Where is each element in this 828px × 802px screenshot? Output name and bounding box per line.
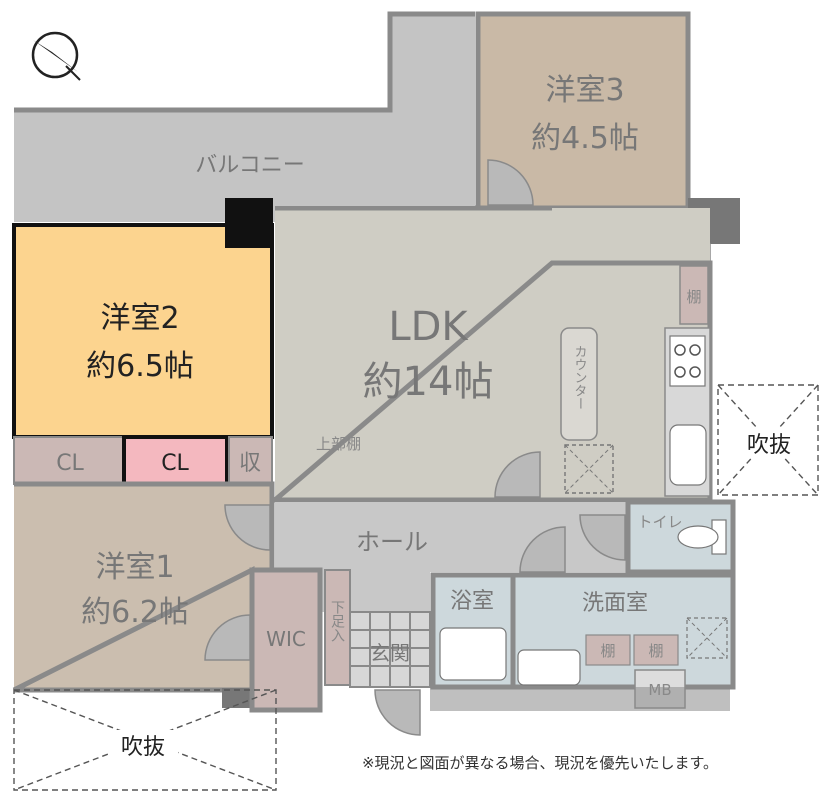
wic-label: WIC (266, 627, 306, 651)
ldk-room: LDK 約14帖 棚 カウンター 上部棚 (268, 205, 713, 503)
ldk-size: 約14帖 (363, 359, 494, 405)
north-compass-icon (31, 31, 81, 81)
washroom-shelf-1-label: 棚 (600, 642, 615, 660)
closet-room-1-label: CL (56, 451, 84, 476)
upper-shelf-label: 上部棚 (316, 435, 361, 453)
entrance-label: 玄関 (370, 641, 410, 665)
hall-label: ホール (356, 528, 428, 556)
toilet: トイレ (625, 499, 736, 575)
void-bottom-label: 吹抜 (121, 735, 165, 760)
western-room-3-size: 約4.5帖 (531, 121, 639, 156)
western-room-3-name: 洋室3 (545, 73, 624, 108)
entrance: 玄関 (349, 611, 431, 736)
bathroom: 浴室 (430, 572, 516, 690)
western-room-1-size: 約6.2帖 (81, 595, 189, 630)
balcony: バルコニー (14, 11, 475, 222)
ldk-shelf-label: 棚 (686, 288, 701, 306)
bathroom-label: 浴室 (450, 589, 494, 614)
western-room-3: 洋室3 約4.5帖 (475, 11, 691, 211)
storage-label: 収 (239, 451, 261, 476)
western-room-1-name: 洋室1 (95, 550, 174, 585)
void-bottom: 吹抜 (13, 689, 277, 791)
ldk-name: LDK (388, 304, 469, 350)
hall: ホール (275, 502, 627, 612)
shoe-box: 下足入 (324, 569, 351, 686)
void-right: 吹抜 (717, 384, 819, 496)
western-room-2: 洋室2 約6.5帖 (12, 198, 274, 439)
western-room-2-name: 洋室2 (100, 301, 179, 336)
void-right-label: 吹抜 (747, 433, 791, 458)
walk-in-closet: WIC (249, 567, 323, 713)
toilet-label: トイレ (637, 513, 682, 531)
washroom-label: 洗面室 (582, 591, 648, 616)
closet-room-2-label: CL (161, 451, 189, 476)
counter-label: カウンター (572, 345, 587, 410)
western-room-2-size: 約6.5帖 (86, 349, 194, 384)
disclaimer-note: ※現況と図面が異なる場合、現況を優先いたします。 (362, 754, 718, 772)
western-room-1: 洋室1 約6.2帖 (12, 481, 275, 708)
washroom-shelf-2-label: 棚 (648, 642, 663, 660)
balcony-label: バルコニー (195, 153, 305, 178)
shoe-box-label: 下足入 (329, 600, 345, 642)
washroom: 洗面室 棚 棚 (510, 572, 736, 690)
closet-row: CL CL 収 (13, 435, 273, 486)
